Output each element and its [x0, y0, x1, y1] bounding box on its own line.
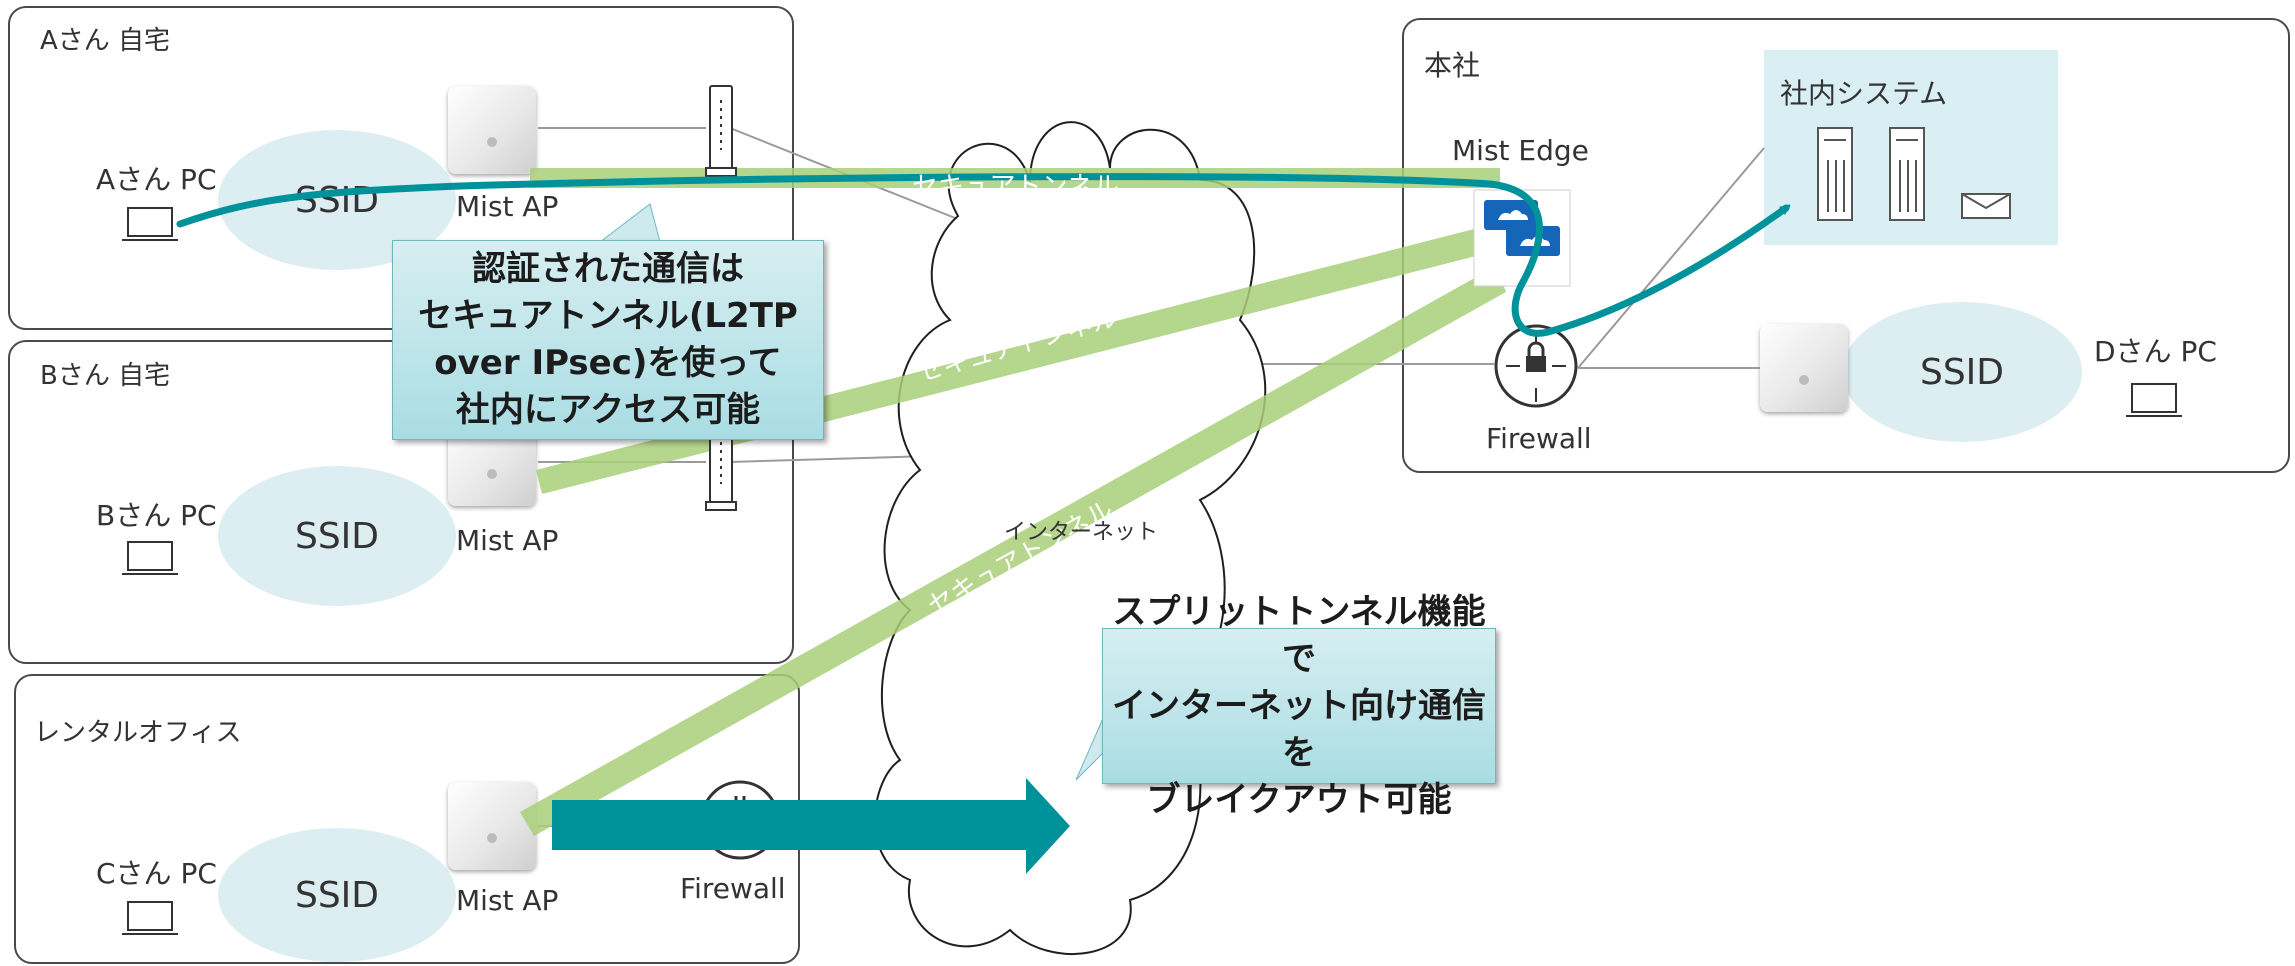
callout-split-line-1: スプリットトンネル機能で — [1112, 591, 1486, 679]
callout-split: スプリットトンネル機能で インターネット向け通信を ブレイクアウト可能 — [1102, 592, 1496, 820]
mist-edge-label: Mist Edge — [1452, 134, 1589, 167]
site-title-rental-office: レンタルオフィス — [34, 718, 242, 748]
ssid-b: SSID — [218, 466, 456, 606]
callout-split-line-3: ブレイクアウト可能 — [1146, 779, 1452, 820]
server-icon-2 — [1889, 127, 1925, 221]
firewall-hq-icon — [1494, 324, 1578, 408]
link-fw-hq-system — [1577, 147, 1765, 369]
mist-ap-hq — [1760, 324, 1848, 412]
ap-b-label: Mist AP — [456, 524, 559, 557]
ap-a-label: Mist AP — [456, 190, 559, 223]
firewall-rental-label: Firewall — [680, 872, 786, 905]
callout-auth-line-4: 社内にアクセス可能 — [455, 390, 761, 430]
server-icon-1 — [1817, 127, 1853, 221]
traffic-path-a — [176, 173, 1786, 337]
tunnel-label-a: セキュアトンネル — [912, 172, 1119, 202]
pc-a-label: Aさん PC — [96, 163, 217, 196]
internal-system-label: 社内システム — [1780, 77, 1948, 110]
pc-c-label: Cさん PC — [96, 857, 217, 890]
mail-icon — [1961, 193, 2011, 219]
mist-edge-icon — [1473, 189, 1571, 287]
pc-b-label: Bさん PC — [96, 499, 217, 532]
site-title-a-home: Aさん 自宅 — [40, 26, 171, 56]
internet-label: インターネット — [1004, 520, 1159, 545]
split-tunnel-arrow — [552, 778, 1070, 874]
laptop-d-icon — [2126, 383, 2182, 417]
site-title-headquarters: 本社 — [1424, 49, 1481, 82]
callout-auth-line-2: セキュアトンネル(L2TP — [418, 296, 798, 336]
firewall-hq-label: Firewall — [1486, 422, 1592, 455]
ssid-c: SSID — [218, 828, 456, 962]
mist-ap-a — [448, 86, 536, 174]
callout-auth: 認証された通信は セキュアトンネル(L2TP over IPsec)を使って 社… — [392, 240, 824, 440]
callout-auth-line-3: over IPsec)を使って — [434, 343, 782, 383]
laptop-a-icon — [122, 207, 178, 241]
laptop-b-icon — [122, 541, 178, 575]
router-b-icon — [705, 419, 737, 511]
pc-d-label: Dさん PC — [2094, 335, 2217, 368]
ap-c-label: Mist AP — [456, 884, 559, 917]
site-title-b-home: Bさん 自宅 — [40, 361, 171, 391]
mist-ap-c — [448, 782, 536, 870]
router-a-icon — [705, 85, 737, 177]
callout-split-line-2: インターネット向け通信を — [1112, 685, 1486, 773]
secure-tunnel-c — [520, 266, 1506, 836]
laptop-c-icon — [122, 901, 178, 935]
callout-auth-line-1: 認証された通信は — [472, 249, 744, 289]
link-router-b-internet — [729, 455, 931, 463]
ssid-d: SSID — [1842, 302, 2082, 442]
